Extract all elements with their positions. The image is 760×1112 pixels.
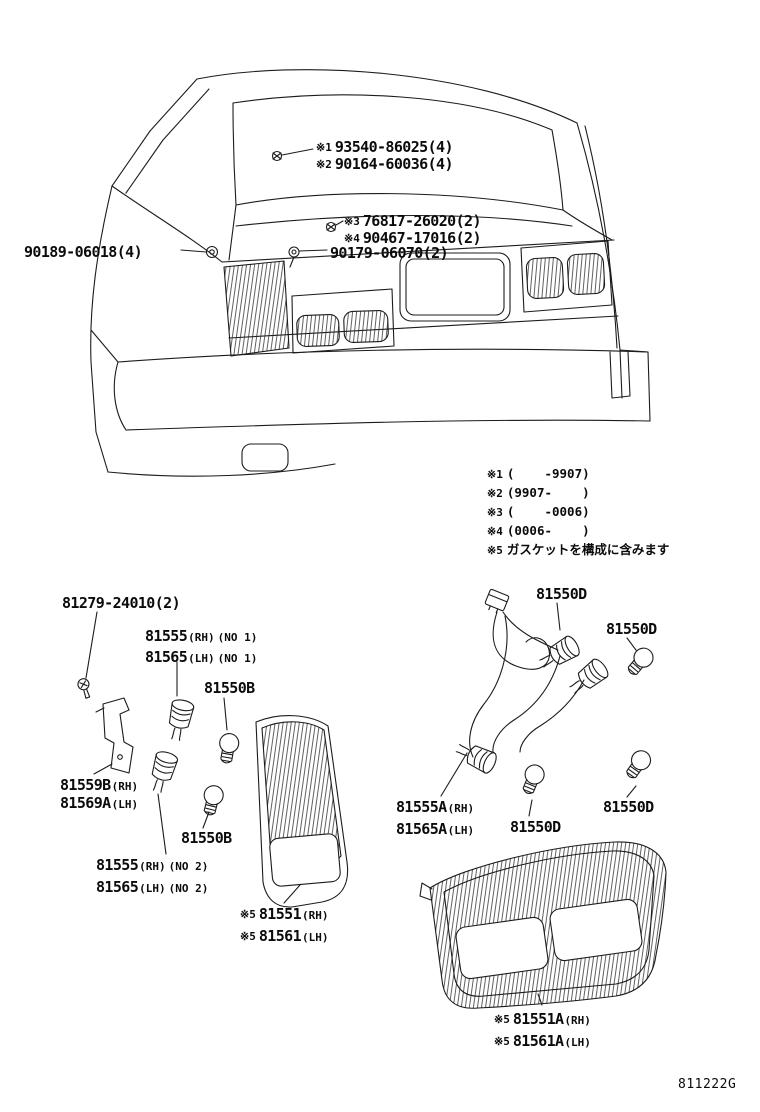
- ref-mark: ※3: [344, 215, 360, 228]
- note-line: ※3( -0006): [487, 504, 590, 519]
- callout-90189: 90189-06018(4): [24, 243, 143, 261]
- screw-81279: [75, 676, 94, 700]
- label-81555-no1-rh: 81555(RH)(NO 1): [145, 627, 258, 645]
- bracket-81559: [95, 697, 134, 774]
- label-81565-no2-lh: 81565(LH)(NO 2): [96, 878, 209, 896]
- fastener-90189: [180, 245, 219, 259]
- part-number: 93540-86025(4): [334, 138, 454, 156]
- fastener-76817: [325, 220, 344, 233]
- ref-mark: ※4: [344, 232, 360, 245]
- left-parts-drawing: [75, 611, 349, 908]
- label-81559b-rh: 81559B(RH): [60, 776, 139, 794]
- harness-socket-2: [565, 656, 612, 700]
- label-81555-no2-rh: 81555(RH)(NO 2): [96, 856, 209, 874]
- label-81565-no1-lh: 81565(LH)(NO 1): [145, 648, 258, 666]
- fastener-90179: [288, 246, 328, 268]
- callout-90179: 90179-06070(2): [330, 244, 449, 262]
- corner-lens-81551: [255, 715, 349, 908]
- bulb-81550d-1: [622, 643, 658, 680]
- label-81569a-lh: 81569A(LH): [60, 794, 139, 812]
- note-line: ※2(9907- ): [487, 485, 590, 500]
- part-number: 76817-26020(2): [362, 212, 482, 230]
- label-81550b-top: 81550B: [204, 679, 255, 697]
- rear-lamp-assembly-81551a: [419, 841, 667, 1009]
- label-81565a-lh: 81565A(LH): [396, 820, 475, 838]
- van-rear-drawing: [90, 69, 651, 477]
- label-81279: 81279-24010(2): [62, 594, 181, 612]
- figure-code: 811222G: [678, 1077, 737, 1092]
- harness-socket-3: [452, 737, 500, 776]
- part-number: 90164-60036(4): [334, 155, 454, 173]
- bulb-81550d-3: [621, 746, 655, 783]
- socket-81555-no2: [146, 749, 180, 795]
- fastener-93540: [271, 148, 314, 162]
- harness-wires: [469, 611, 585, 758]
- label-81550d-3: 81550D: [510, 818, 561, 836]
- part-number: 90189-06018(4): [24, 243, 143, 261]
- label-81550d-4: 81550D: [603, 798, 654, 816]
- bulb-81550b-bottom: [199, 783, 226, 818]
- part-number: 90467-17016(2): [362, 229, 482, 247]
- socket-81555-no1: [164, 697, 196, 743]
- bulb-81550d-2: [517, 761, 548, 798]
- label-81550b-bottom: 81550B: [181, 829, 232, 847]
- part-number: 90179-06070(2): [330, 244, 449, 262]
- label-81555a-rh: 81555A(RH): [396, 798, 475, 816]
- label-81550d-1: 81550D: [536, 585, 587, 603]
- right-parts-drawing: [419, 588, 667, 1009]
- note-line: ※4(0006- ): [487, 523, 590, 538]
- harness-connector: [484, 588, 510, 614]
- label-81550d-2: 81550D: [606, 620, 657, 638]
- ref-mark: ※1: [316, 141, 332, 154]
- bulb-81550b-top: [215, 731, 241, 766]
- ref-mark: ※2: [316, 158, 332, 171]
- note-line: ※1( -9907): [487, 466, 590, 481]
